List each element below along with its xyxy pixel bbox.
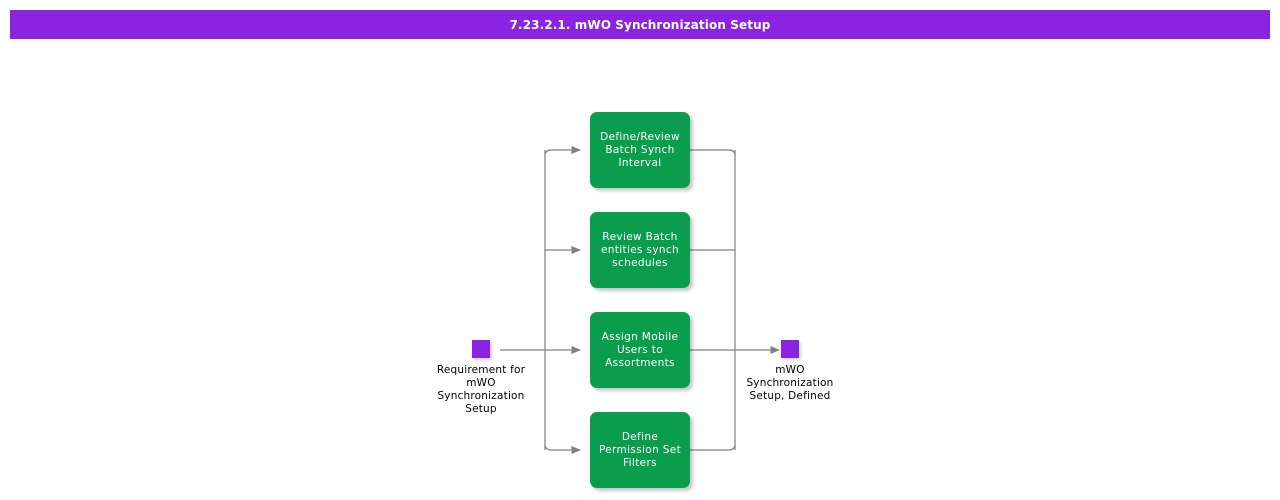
process-box-define-review-batch-synch-interval[interactable]: Define/Review Batch Synch Interval: [590, 112, 690, 188]
process-label: Review Batch entities synch schedules: [600, 230, 680, 269]
start-terminator-label: Requirement for mWO Synchronization Setu…: [436, 364, 526, 415]
connector-process-4-to-merge: [690, 443, 736, 451]
page-title: 7.23.2.1. mWO Synchronization Setup: [509, 17, 771, 32]
process-box-review-batch-entities-synch-schedules[interactable]: Review Batch entities synch schedules: [590, 212, 690, 288]
process-box-define-permission-set-filters[interactable]: Define Permission Set Filters: [590, 412, 690, 488]
connector-split-to-process-4: [544, 443, 581, 455]
connector-process-1-to-merge: [690, 149, 736, 157]
process-label: Assign Mobile Users to Assortments: [601, 330, 679, 369]
end-terminator-node[interactable]: [781, 340, 799, 358]
start-terminator-node[interactable]: [472, 340, 490, 358]
process-label: Define/Review Batch Synch Interval: [600, 130, 680, 169]
process-box-assign-mobile-users-to-assortments[interactable]: Assign Mobile Users to Assortments: [590, 312, 690, 388]
process-label: Define Permission Set Filters: [598, 430, 682, 469]
end-terminator-label: mWO Synchronization Setup, Defined: [746, 364, 834, 402]
connector-split-to-process-1: [544, 145, 581, 157]
page-title-bar: 7.23.2.1. mWO Synchronization Setup: [10, 10, 1270, 39]
